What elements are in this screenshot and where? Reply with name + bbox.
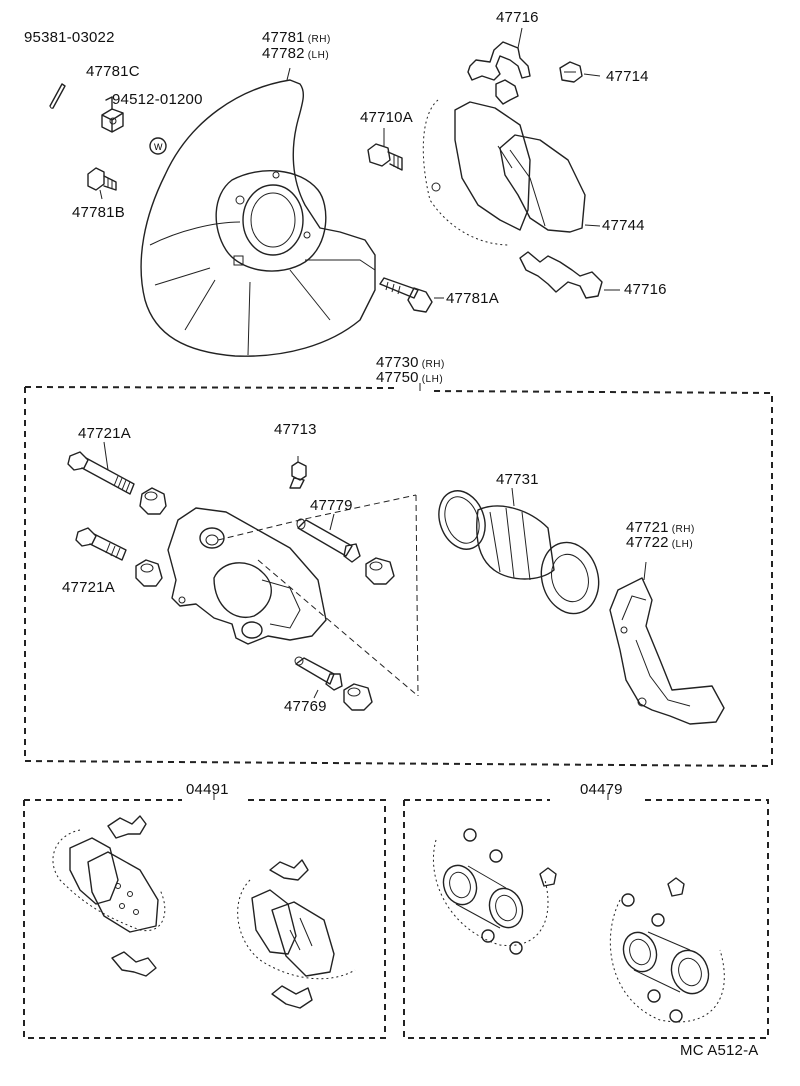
bleeder-cap-47714 [559, 61, 601, 83]
washer-mark: W [154, 142, 163, 152]
pad-kit-04491-right [237, 859, 356, 1009]
bushing-top [139, 487, 167, 515]
pad-kit-04491-left [52, 815, 166, 977]
label-47722: 47722(LH) [626, 535, 693, 550]
label-47730-side: (RH) [421, 359, 445, 370]
seal-kit-04479-left [432, 828, 557, 955]
label-47781b: 47781B [72, 204, 125, 221]
label-47769: 47769 [284, 698, 327, 715]
label-47750: 47750(LH) [376, 370, 443, 385]
bolt-47710a [367, 128, 403, 171]
label-47721: 47721(RH) [626, 520, 695, 535]
label-47721a-top: 47721A [78, 425, 131, 442]
diagram-code: MC A512-A [680, 1042, 759, 1059]
label-47781: 47781(RH) [262, 30, 331, 45]
bolt-47781b [87, 167, 117, 191]
label-04479: 04479 [580, 781, 623, 798]
label-47710a: 47710A [360, 109, 413, 126]
label-47722-code: 47722 [626, 534, 669, 551]
bleeder-plug-47713 [289, 456, 307, 489]
guide-bolt-top [67, 441, 135, 495]
label-95381-03022: 95381-03022 [24, 29, 115, 46]
label-47714: 47714 [606, 68, 649, 85]
clip-nut-47781c [101, 96, 124, 133]
label-47722-side: (LH) [671, 539, 694, 550]
pad-support-clip-bottom [519, 251, 620, 299]
dust-shield [140, 67, 376, 357]
piston-seal-kit-47731 [438, 487, 600, 615]
label-47731: 47731 [496, 471, 539, 488]
label-47713: 47713 [274, 421, 317, 438]
label-47716-bottom: 47716 [624, 281, 667, 298]
slide-pin-47779 [296, 513, 361, 563]
label-47782-side: (LH) [307, 50, 330, 61]
pad-support-clip-top [467, 27, 531, 105]
disc-pad-set-47744 [422, 99, 601, 246]
washer-94512: W [149, 137, 167, 155]
label-94512-01200: 94512-01200 [112, 91, 203, 108]
label-47781-code: 47781 [262, 29, 305, 46]
pin-bushing [365, 557, 395, 585]
label-47781-side: (RH) [307, 34, 331, 45]
label-47744: 47744 [602, 217, 645, 234]
label-47721-code: 47721 [626, 519, 669, 536]
label-47781c: 47781C [86, 63, 140, 80]
bolt-47781a [379, 277, 444, 313]
label-47730: 47730(RH) [376, 355, 445, 370]
label-04491: 04491 [186, 781, 229, 798]
pin-bushing-lower [343, 683, 373, 711]
label-47750-side: (LH) [421, 374, 444, 385]
label-47782-code: 47782 [262, 45, 305, 62]
cotter-pin [49, 83, 66, 109]
seal-kit-04479-right [609, 877, 725, 1023]
label-47779: 47779 [310, 497, 353, 514]
label-47730-code: 47730 [376, 354, 419, 371]
guide-bolt-bottom [75, 527, 127, 561]
caliper-body [167, 507, 327, 645]
label-47721-side: (RH) [671, 524, 695, 535]
label-47716-top: 47716 [496, 9, 539, 26]
slide-pin-47769 [294, 656, 343, 699]
label-47781a: 47781A [446, 290, 499, 307]
label-47721a-bottom: 47721A [62, 579, 115, 596]
bushing-bottom [135, 559, 163, 587]
label-47750-code: 47750 [376, 369, 419, 386]
mounting-bracket [609, 561, 725, 725]
label-47782: 47782(LH) [262, 46, 329, 61]
